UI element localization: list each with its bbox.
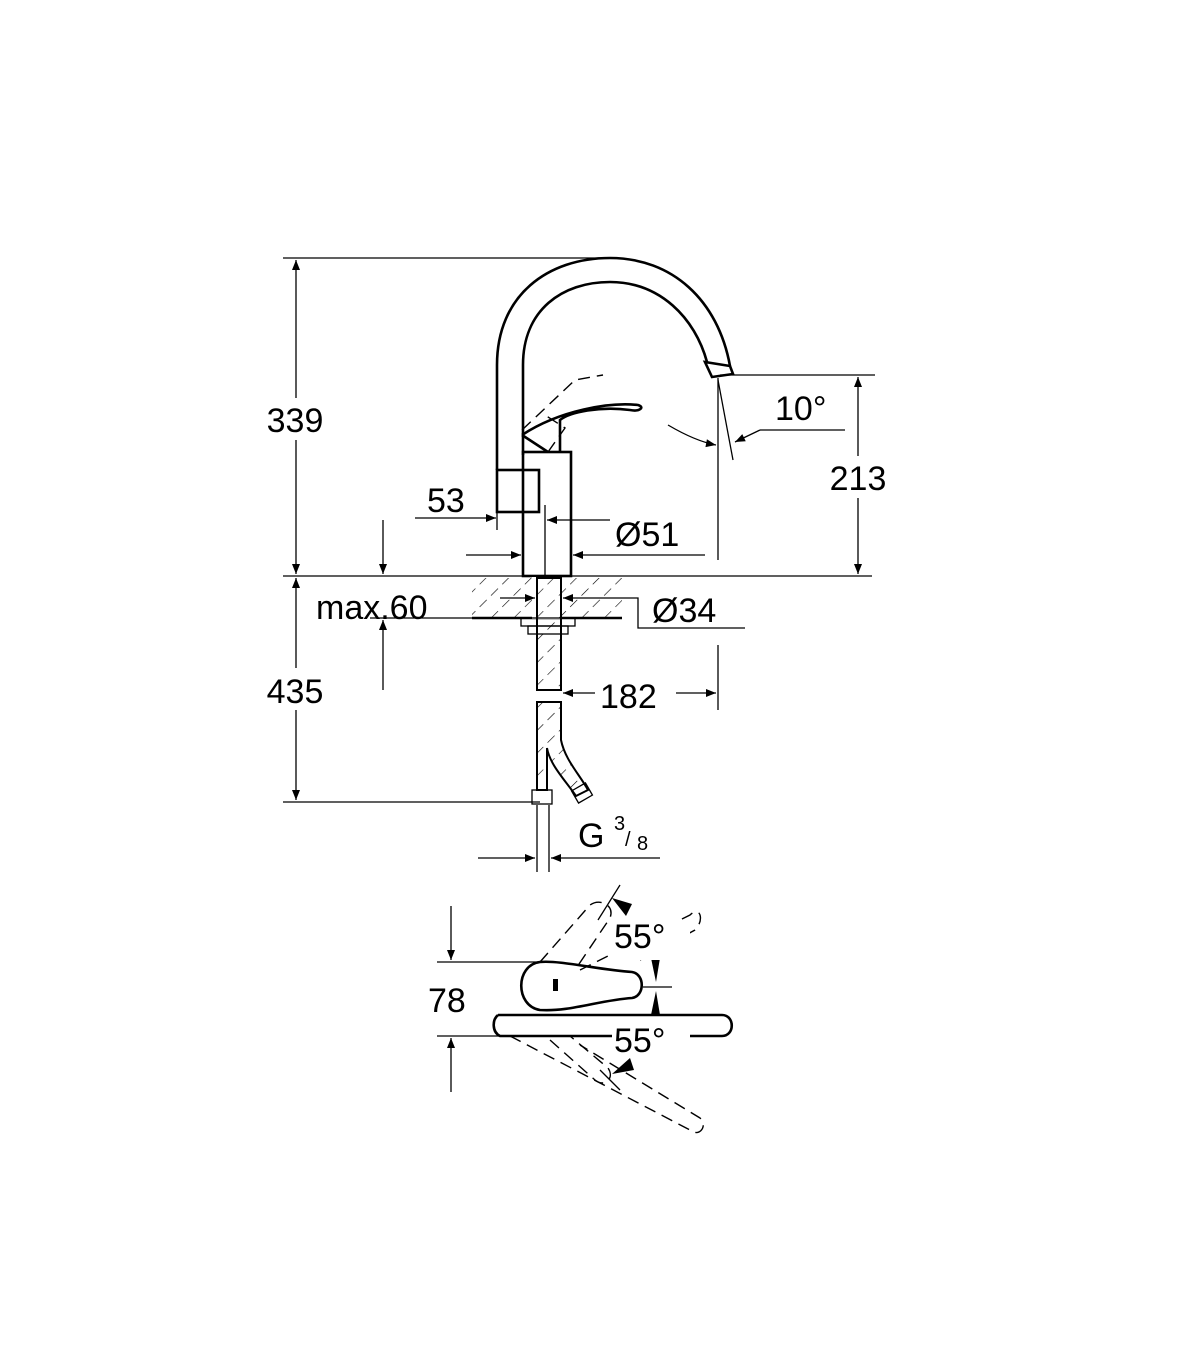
dim-339-label: 339 bbox=[267, 402, 324, 440]
dimension-182: 182 bbox=[563, 645, 719, 716]
dimension-339: 339 bbox=[258, 260, 334, 574]
dimension-435: 435 bbox=[258, 578, 334, 800]
dim-435-label: 435 bbox=[267, 673, 324, 711]
thread-slash: / bbox=[625, 829, 631, 851]
dim-78-label: 78 bbox=[428, 982, 466, 1020]
thread-g-label: G bbox=[578, 817, 604, 855]
dimension-53: 53 bbox=[415, 482, 610, 576]
dim-34-label: Ø34 bbox=[652, 592, 716, 630]
thread-denominator: 8 bbox=[637, 833, 648, 855]
hoses bbox=[531, 577, 594, 872]
dim-10-degree-label: 10° bbox=[775, 390, 826, 428]
dim-53-label: 53 bbox=[427, 482, 465, 520]
dimension-diameter-34: Ø34 bbox=[500, 592, 745, 630]
dim-182-label: 182 bbox=[600, 678, 657, 716]
dimension-max-60: max.60 bbox=[316, 520, 472, 690]
dim-max-60-label: max.60 bbox=[316, 589, 428, 627]
dimension-thread-g38: G 3 / 8 bbox=[478, 813, 660, 862]
faucet-top-view: 78 55° 55° bbox=[428, 884, 734, 1134]
dim-213-label: 213 bbox=[830, 460, 887, 498]
dim-51-label: Ø51 bbox=[615, 516, 679, 554]
dimension-10-degree: 10° bbox=[667, 378, 845, 560]
dim-55-down-label: 55° bbox=[614, 1022, 665, 1060]
reference-lines bbox=[283, 257, 875, 803]
faucet-side-view bbox=[495, 256, 735, 578]
thread-numerator: 3 bbox=[614, 813, 625, 835]
dimension-213: 213 bbox=[822, 377, 896, 574]
dim-55-up-label: 55° bbox=[614, 918, 665, 956]
dimension-diameter-51: Ø51 bbox=[466, 516, 705, 559]
